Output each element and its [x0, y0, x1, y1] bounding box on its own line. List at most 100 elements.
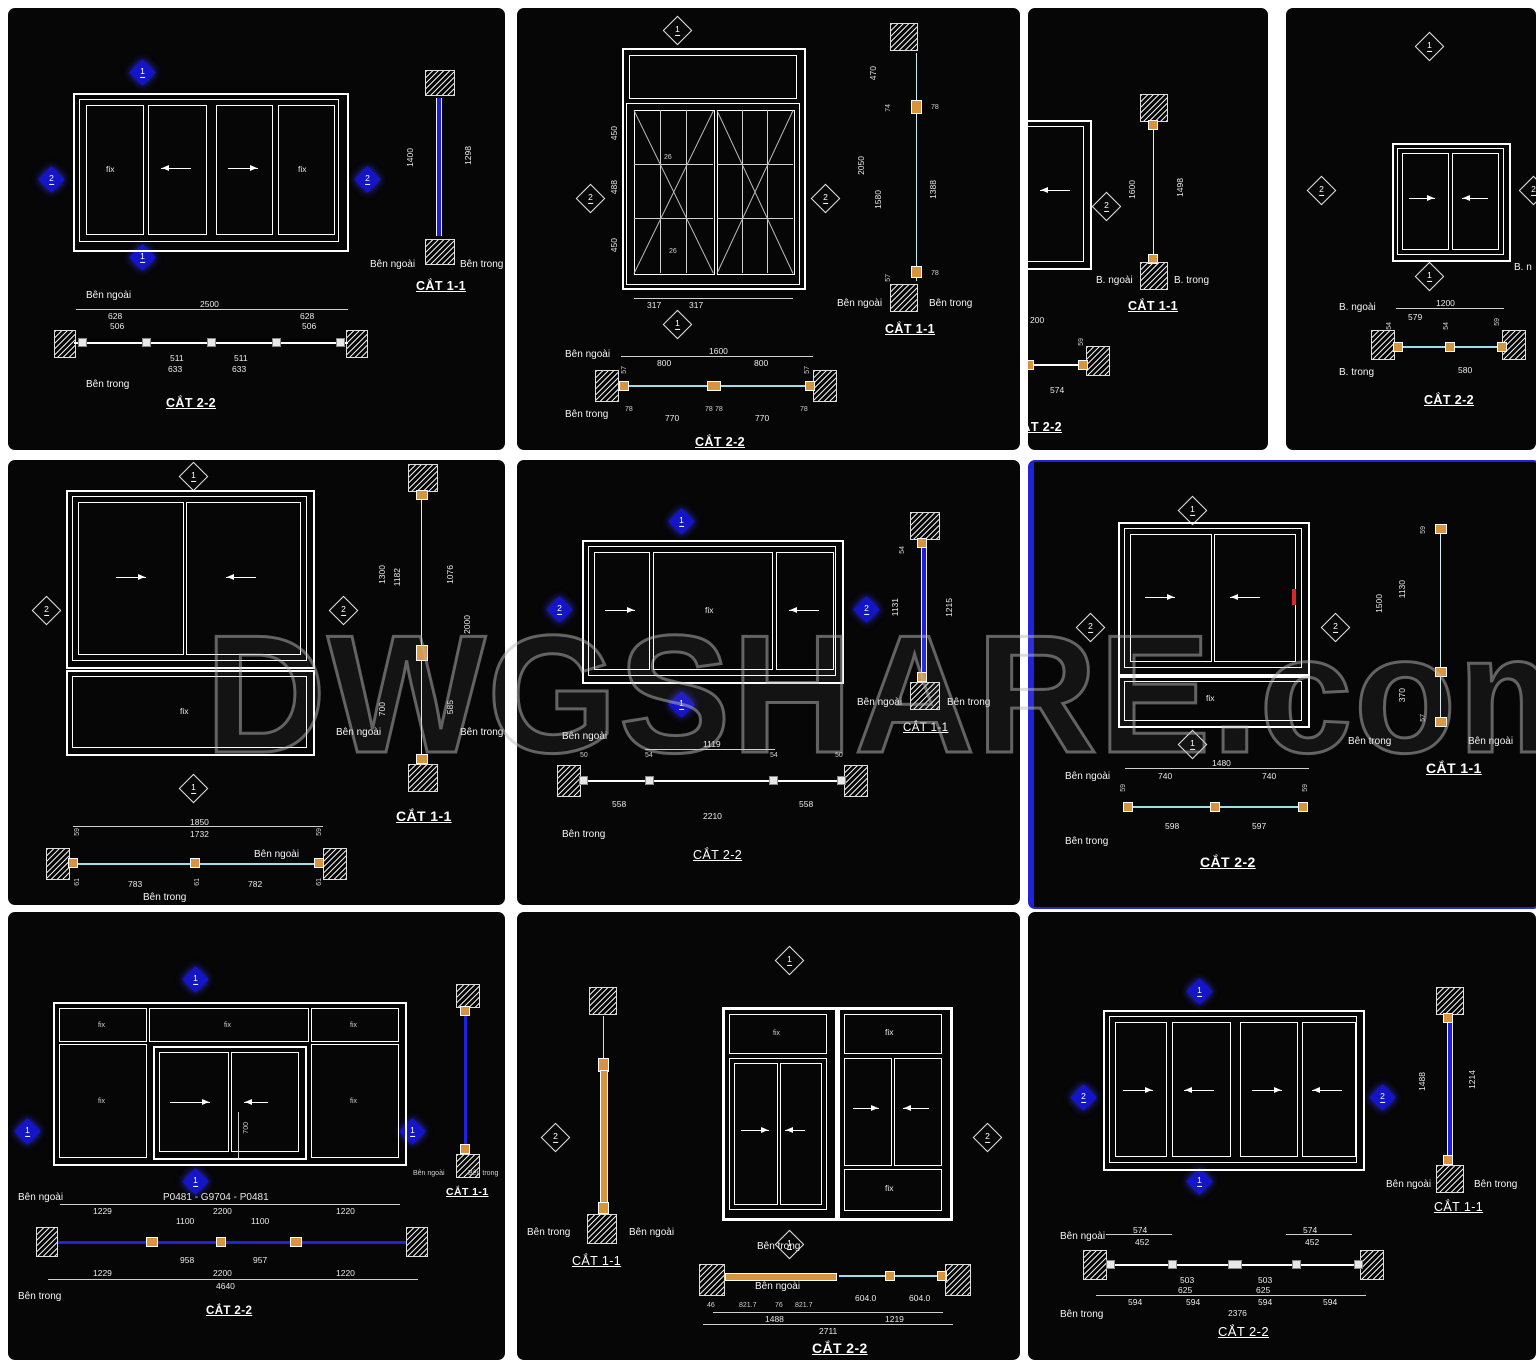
- side-label: Bên trong: [1474, 1179, 1518, 1190]
- dim-label: 54: [645, 752, 653, 759]
- frame-profile-icon: [1497, 342, 1507, 352]
- section-marker-icon: 1: [178, 773, 209, 804]
- frame-profile-icon: [314, 858, 324, 868]
- slide-arrow-right-icon: [741, 1127, 769, 1133]
- frame-profile-icon: [1228, 1260, 1242, 1269]
- fixed-pane: [59, 1044, 147, 1158]
- marker-number: 2: [823, 192, 828, 204]
- section-marker-icon: 1: [774, 945, 805, 976]
- drawing-panel-4: 1 1 2 2 fix 1300 1182 1076 2000 700 585 …: [8, 460, 505, 905]
- dim-label: 1600: [1127, 180, 1137, 199]
- door-leaf: [734, 1063, 778, 1205]
- slide-arrow-left-icon: [161, 165, 191, 171]
- window-pane: [1240, 1022, 1298, 1157]
- side-label: Bên ngoài: [1468, 736, 1514, 747]
- glass-section-line: [921, 542, 927, 674]
- glass-section-line: [58, 1241, 406, 1244]
- side-label: B. trong: [1174, 275, 1210, 286]
- dim-label: 1498: [1175, 178, 1185, 197]
- side-label: Bên ngoài: [562, 731, 608, 742]
- marker-number: 2: [365, 173, 370, 185]
- dim-label: 78: [625, 406, 633, 413]
- dim-label: 700: [243, 1122, 250, 1134]
- wall-hatch-icon: [890, 284, 918, 312]
- section-marker-icon: 1: [1186, 978, 1213, 1005]
- dim-label: 370: [1397, 688, 1407, 703]
- frame-profile-icon: [1028, 360, 1034, 370]
- frame-profile-icon: [1106, 1260, 1115, 1269]
- glass-section-line: [436, 98, 442, 236]
- dim-label: 503: [1180, 1275, 1195, 1285]
- frame-profile-icon: [290, 1237, 302, 1247]
- marker-number: 1: [140, 251, 145, 263]
- section-marker-icon: 1: [1177, 495, 1208, 526]
- glass-section-line: [1440, 527, 1441, 727]
- dim-label: 2711: [819, 1326, 838, 1336]
- side-label: Bên trong: [86, 379, 130, 390]
- marker-number: 1: [675, 24, 680, 36]
- side-label: Bên trong: [468, 1170, 499, 1177]
- dim-label: 1220: [336, 1206, 355, 1216]
- transom-pane: [311, 1008, 399, 1042]
- wall-hatch-icon: [1086, 346, 1110, 376]
- door-frame: [729, 1058, 827, 1210]
- frame-profile-icon: [1210, 802, 1220, 812]
- drawing-panel-7: 1 1 1 1 fix fix fix fix 700 fix Bên ngoà…: [8, 912, 505, 1360]
- wall-hatch-icon: [699, 1264, 725, 1296]
- window-pane: [894, 1058, 942, 1166]
- window-frame: [66, 490, 315, 669]
- side-label: Bên trong: [1348, 736, 1392, 747]
- section-marker-icon: 2: [972, 1122, 1003, 1153]
- glass-section-line: [1447, 1017, 1453, 1155]
- window-pane: [186, 502, 301, 655]
- frame-profile-icon: [272, 338, 281, 347]
- frame-profile-icon: [68, 858, 78, 868]
- window-pane: [1402, 153, 1449, 250]
- marker-number: 1: [25, 1125, 30, 1137]
- dim-label: 597: [1252, 821, 1267, 831]
- frame-profile-icon: [416, 754, 428, 764]
- dim-label: 1488: [1417, 1072, 1427, 1091]
- dim-line: [703, 1324, 953, 1325]
- section-title: CẮT 2-2: [166, 396, 217, 410]
- dim-label: 770: [665, 413, 680, 423]
- marker-number: 2: [1081, 1091, 1086, 1103]
- side-label: B. trong: [1339, 367, 1375, 378]
- section-marker-icon: 2: [540, 1122, 571, 1153]
- dim-label: 770: [755, 413, 770, 423]
- dim-label: 594: [1186, 1297, 1201, 1307]
- frame-profile-icon: [579, 776, 588, 785]
- pane-fix-label: fix: [98, 1022, 105, 1029]
- section-title: CẮT 1-1: [572, 1254, 622, 1268]
- dim-label: 2200: [213, 1268, 232, 1278]
- frame-profile-icon: [1168, 1260, 1177, 1269]
- window-frame: [582, 540, 844, 684]
- side-label: Bên trong: [18, 1291, 62, 1302]
- storefront-frame: [53, 1002, 407, 1166]
- marker-number: 2: [44, 604, 49, 616]
- marker-number: 1: [679, 515, 684, 527]
- frame-profile-icon: [769, 776, 778, 785]
- side-label: Bên ngoài: [18, 1192, 64, 1203]
- window-frame-inner: [72, 496, 307, 661]
- section-marker-icon: 1: [662, 309, 693, 340]
- side-label: Bên ngoài: [370, 259, 416, 270]
- section-marker-icon: 1: [668, 691, 695, 718]
- dim-label: 1732: [190, 829, 209, 839]
- side-label: Bên trong: [757, 1241, 801, 1252]
- dim-label: 74: [885, 104, 892, 112]
- side-label: Bên ngoài: [254, 849, 300, 860]
- side-label: Bên ngoài: [837, 298, 883, 309]
- wall-hatch-icon: [425, 70, 455, 96]
- glass-spec-label: P0481 - G9704 - P0481: [163, 1192, 269, 1203]
- dim-label: 800: [754, 358, 769, 368]
- side-label: Bên ngoài: [565, 349, 611, 360]
- slide-arrow-left-icon: [244, 1099, 268, 1105]
- dim-label: 61: [194, 878, 201, 886]
- dim-label: 61: [74, 878, 81, 886]
- dim-label: 1214: [1467, 1070, 1477, 1089]
- dim-label: 1100: [176, 1216, 195, 1226]
- transom-pane: [629, 55, 797, 99]
- dim-label: 633: [168, 364, 183, 374]
- fixed-panel-frame: [1118, 676, 1310, 728]
